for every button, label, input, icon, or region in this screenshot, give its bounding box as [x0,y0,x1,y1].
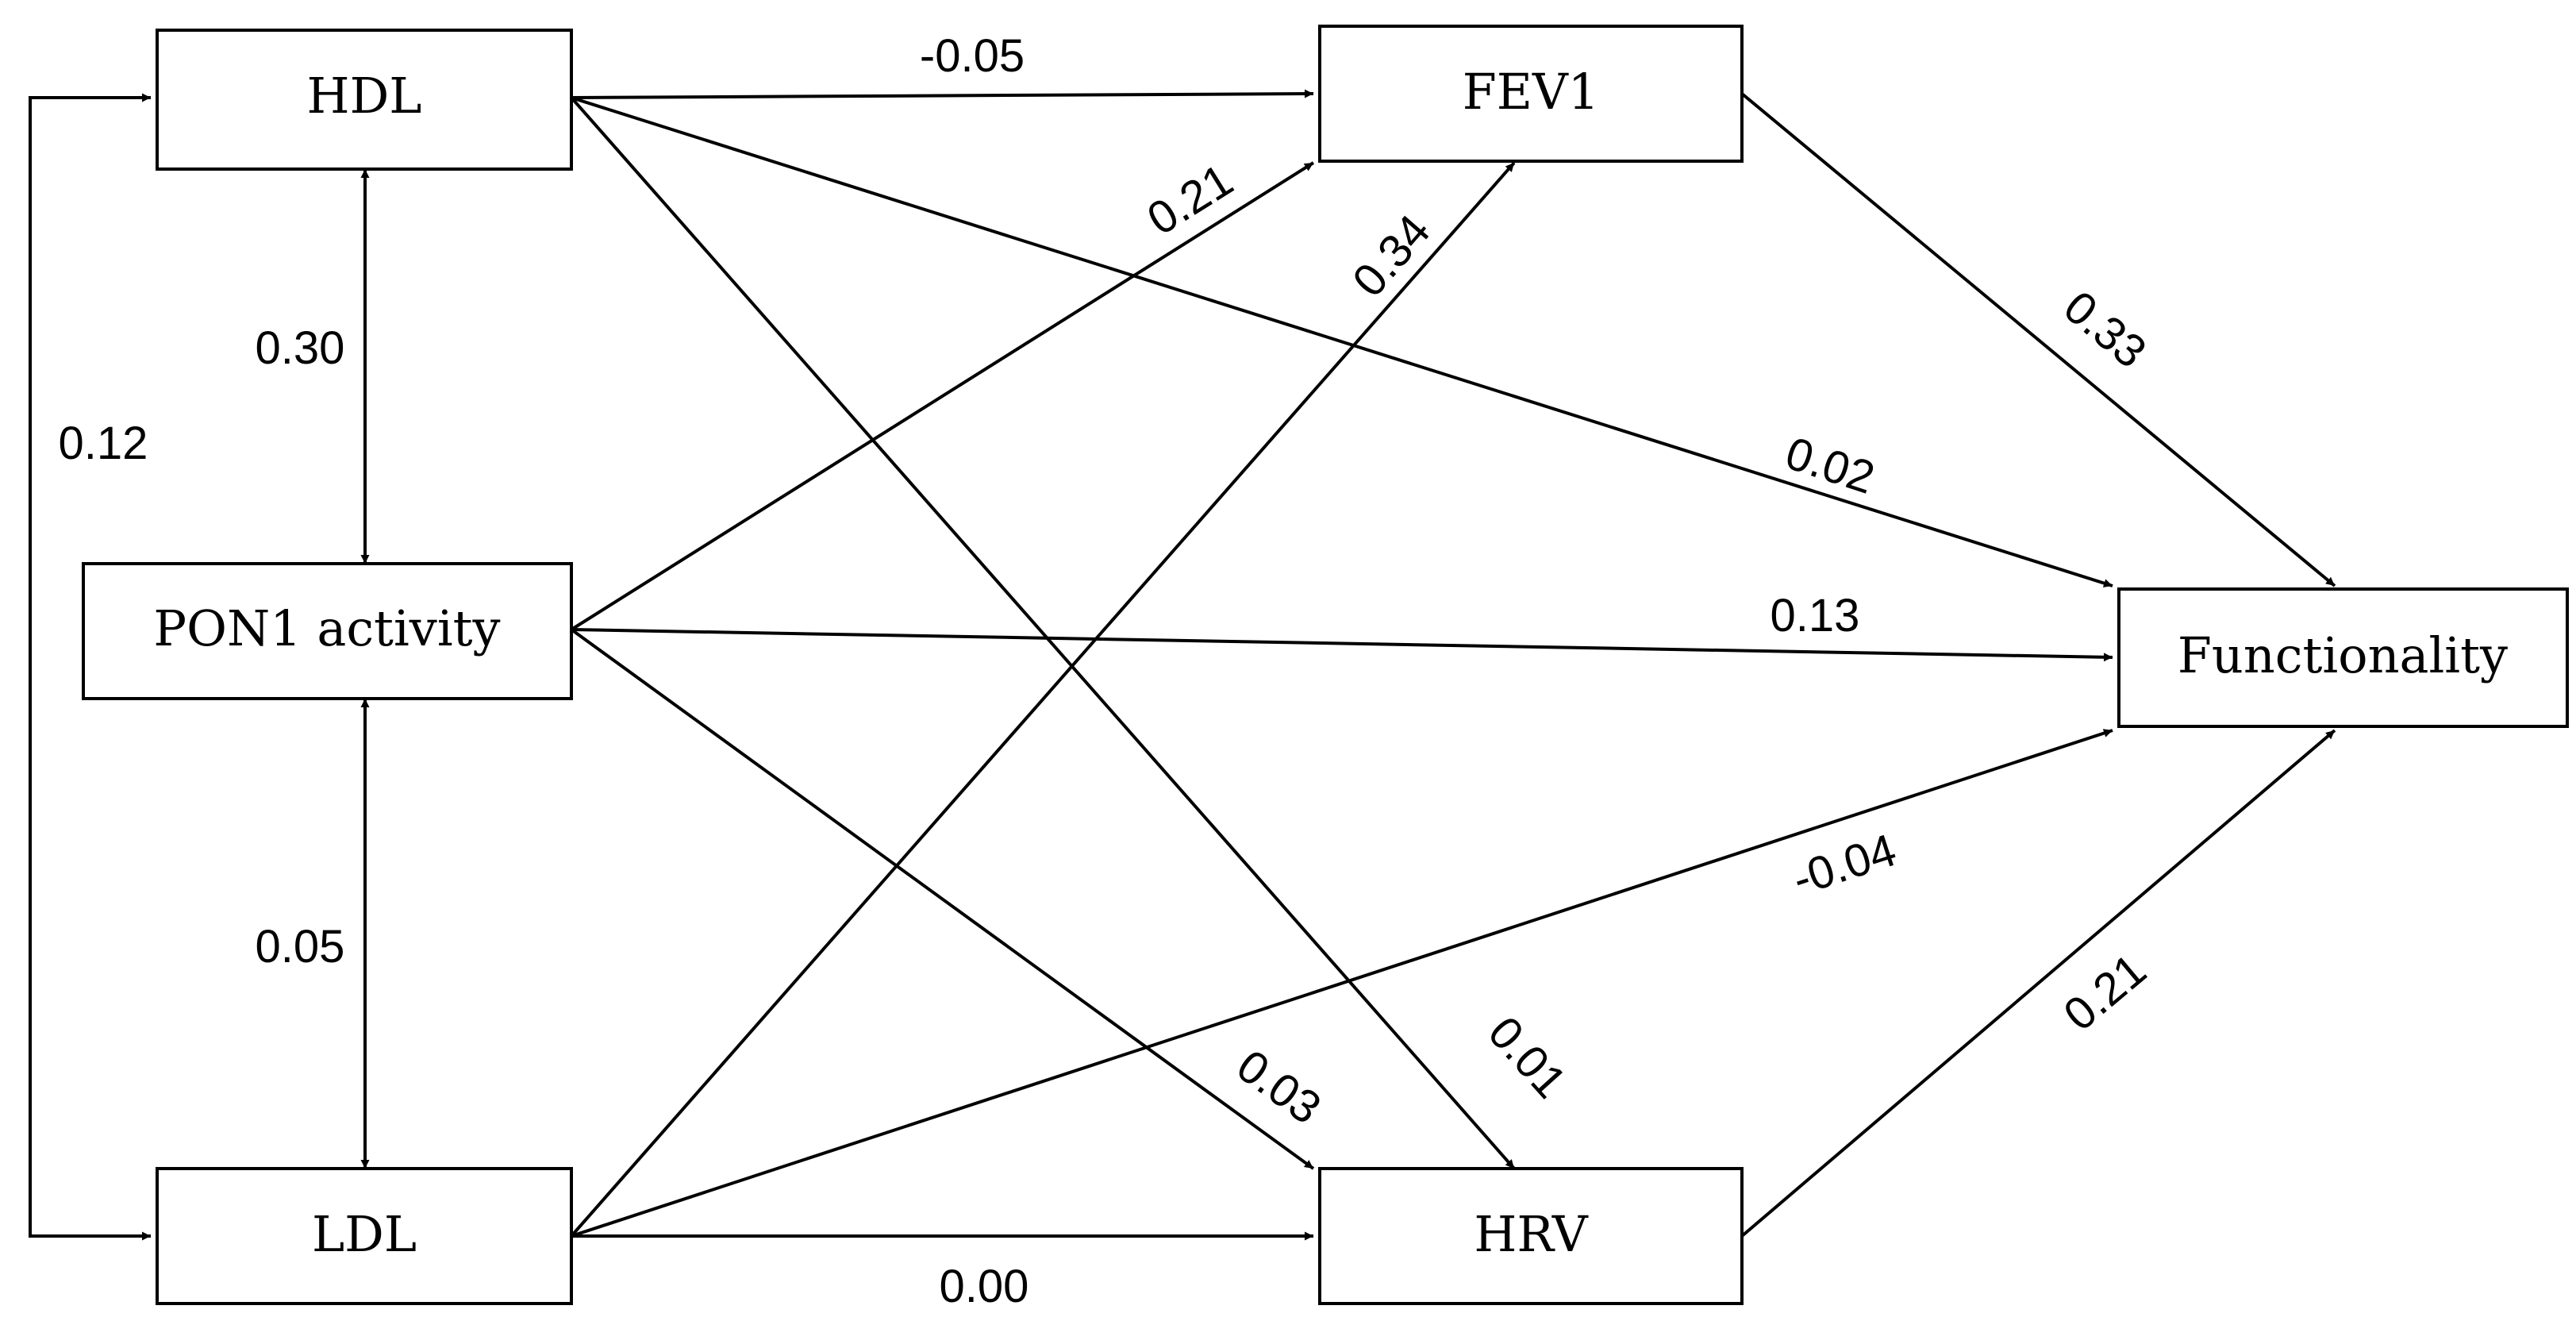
node-fev1: FEV1 [1318,25,1744,163]
edge-pon1-fev1 [570,161,1315,631]
edge-hdl-functionality [571,96,2113,587]
coef-hdl-fev1: -0.05 [920,30,1025,82]
edge-hdl-fev1 [571,89,1314,99]
node-functionality: Functionality [2117,587,2569,728]
node-pon1: PON1 activity [82,562,573,700]
coef-fev1-functionality: 0.33 [2054,281,2155,378]
node-fev1-box [1318,25,1744,163]
node-hrv-label: HRV [1474,1205,1589,1263]
edge-ldl-functionality [571,729,2113,1238]
node-ldl-box [156,1167,573,1305]
node-ldl-label: LDL [312,1205,417,1263]
coef-hdl-functionality: 0.02 [1779,427,1880,504]
coef-pon1-ldl: 0.05 [256,921,345,972]
node-hrv-box [1318,1167,1744,1305]
node-hrv: HRV [1318,1167,1744,1305]
coef-pon1-hrv: 0.03 [1228,1040,1331,1134]
node-ldl: LDL [156,1167,573,1305]
coef-hdl-hrv: 0.01 [1478,1007,1577,1107]
coef-ldl-hrv: 0.00 [940,1261,1029,1312]
node-functionality-box [2117,587,2569,728]
edge-ldl-fev1 [570,161,1516,1238]
edge-pon1-hrv [570,628,1315,1170]
node-fev1-label: FEV1 [1463,63,1600,121]
coef-hdl-ldl: 0.12 [59,418,148,469]
edge-fev1-functionality [1740,92,2336,587]
node-pon1-box [82,562,573,700]
coef-pon1-functionality: 0.13 [1771,590,1860,641]
edge-pon1-functionality [571,628,2113,662]
edge-hrv-functionality [1740,729,2336,1238]
coef-pon1-fev1: 0.21 [1139,154,1242,245]
node-hdl-label: HDL [307,67,422,125]
coef-ldl-fev1: 0.34 [1343,205,1440,306]
edges [29,89,2336,1241]
edge-hdl-hrv [570,96,1516,1170]
node-pon1-label: PON1 activity [153,599,500,657]
node-hdl: HDL [156,29,573,171]
node-functionality-label: Functionality [2178,626,2508,684]
node-hdl-box [156,29,573,171]
coef-hdl-pon1: 0.30 [256,322,345,374]
coef-ldl-functionality: -0.04 [1786,824,1902,906]
edge-hdl-ldl [29,93,151,1241]
